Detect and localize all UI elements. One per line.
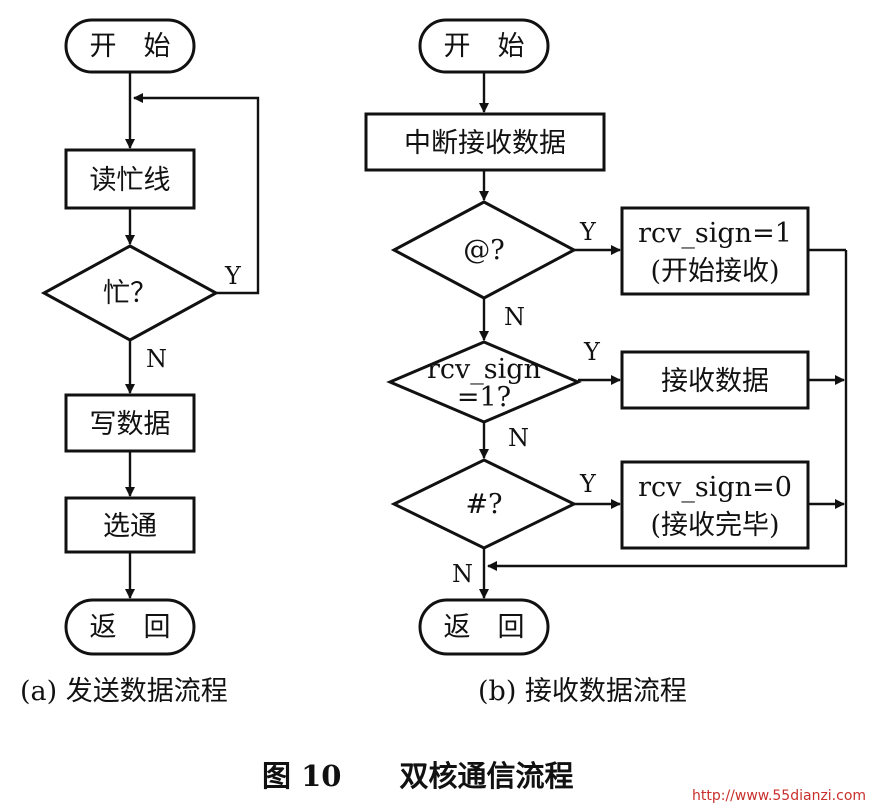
hash-decision-label: #? xyxy=(465,489,502,520)
recv-return-label: 返 回 xyxy=(444,612,525,643)
strobe-box xyxy=(64,496,196,554)
send-flow: 开 始 读忙线 忙？ Y N 写数据 选通 返 回 (a) 发送数据流程 xyxy=(20,18,260,707)
interrupt-label: 中断接收数据 xyxy=(404,128,566,159)
set-sign0-box xyxy=(620,460,810,550)
rcv-yes-label: Y xyxy=(583,338,601,366)
busy-decision-label: 忙？ xyxy=(103,278,157,309)
rcv-no-label: N xyxy=(508,424,529,452)
receive-flow: 开 始 中断接收数据 @? Y rcv_sign=1 (开始接收) N rcv_… xyxy=(364,18,848,707)
at-no-label: N xyxy=(504,303,525,331)
set-sign0-line1: rcv_sign=0 xyxy=(638,472,792,503)
interrupt-box xyxy=(364,112,606,172)
receive-data-box xyxy=(620,350,810,410)
rcv-sign-label-line2: =1? xyxy=(457,382,511,413)
edge-bus-merge xyxy=(487,250,848,571)
receive-flow-caption: (b) 接收数据流程 xyxy=(478,676,687,707)
send-flow-caption: (a) 发送数据流程 xyxy=(20,676,228,707)
receive-data-label: 接收数据 xyxy=(661,366,769,397)
figure-caption: 图 10 双核通信流程 xyxy=(262,759,573,793)
recv-return-terminal xyxy=(418,598,550,656)
write-data-label: 写数据 xyxy=(90,409,171,440)
watermark: http://www.55dianzi.com xyxy=(692,788,866,804)
set-sign1-line2: (开始接收) xyxy=(650,256,779,287)
set-sign0-line2: (接收完毕) xyxy=(650,510,779,541)
send-return-terminal xyxy=(64,598,196,656)
recv-start-label: 开 始 xyxy=(444,31,525,62)
hash-yes-label: Y xyxy=(579,470,597,498)
read-busy-box xyxy=(64,148,196,210)
hash-no-label: N xyxy=(452,560,473,588)
send-start-label: 开 始 xyxy=(90,31,171,62)
set-sign1-box xyxy=(620,206,810,296)
busy-yes-label: Y xyxy=(224,262,242,290)
edge-busy-yes-loop xyxy=(133,93,260,295)
at-decision-label: @? xyxy=(463,235,504,266)
set-sign1-line1: rcv_sign=1 xyxy=(638,218,792,249)
at-yes-label: Y xyxy=(579,218,597,246)
busy-no-label: N xyxy=(146,345,167,373)
read-busy-label: 读忙线 xyxy=(90,165,171,196)
send-return-label: 返 回 xyxy=(90,612,171,643)
rcv-sign-label-line1: rcv_sign xyxy=(427,354,541,385)
strobe-label: 选通 xyxy=(103,511,157,542)
